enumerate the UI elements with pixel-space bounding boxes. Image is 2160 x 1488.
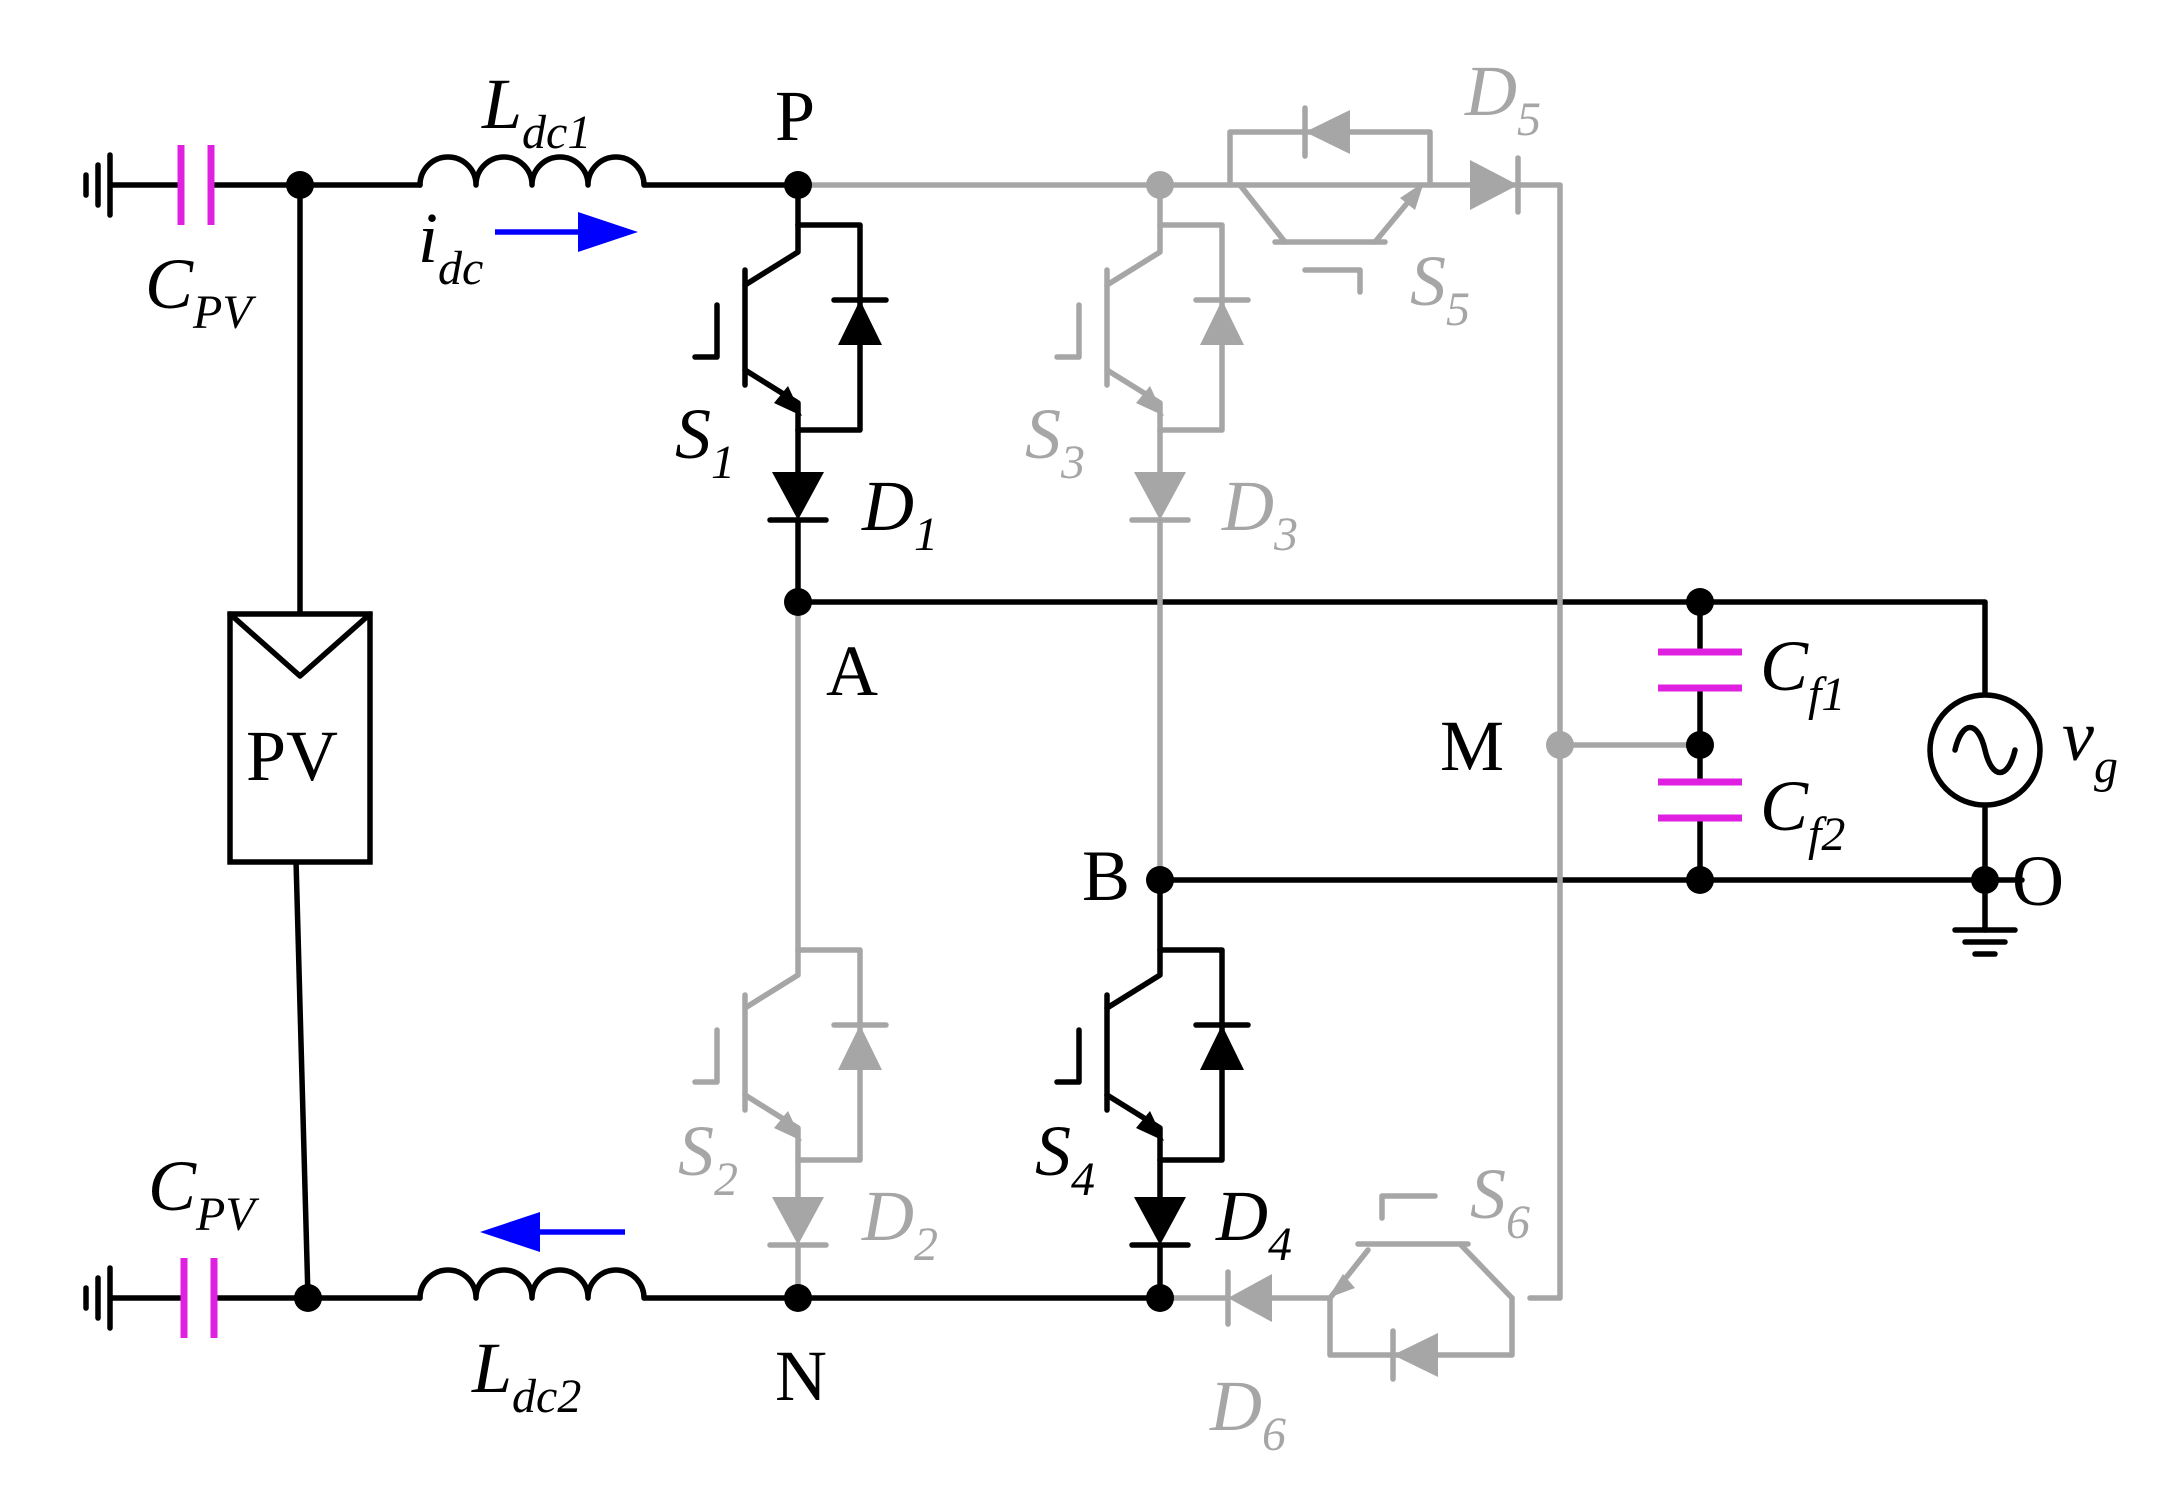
inductor-ldc1 (417, 154, 647, 188)
diode-d4 (1129, 1197, 1191, 1248)
capacitor-cpv-bottom (180, 1258, 218, 1338)
s2-label: S2 (678, 1111, 738, 1206)
capacitor-cf2 (1658, 778, 1742, 822)
node-m-label: M (1440, 706, 1504, 786)
capacitor-cpv-top (177, 145, 215, 225)
node-n-label: N (775, 1336, 827, 1416)
d1-label: D1 (861, 466, 938, 561)
d5-label: D5 (1464, 51, 1541, 146)
idc-label: idc (418, 198, 483, 295)
cf1-label: Cf1 (1760, 626, 1845, 721)
ldc2-label: Ldc2 (471, 1328, 581, 1423)
pv-panel-label: PV (246, 716, 338, 796)
cpv-top-label: CPV (145, 244, 256, 339)
s4-label: S4 (1035, 1111, 1095, 1206)
d6-label: D6 (1209, 1366, 1286, 1461)
diode-d1 (767, 472, 829, 523)
vg-label: vg (2062, 696, 2118, 793)
diode-d2 (767, 1197, 829, 1248)
capacitor-cf1 (1658, 648, 1742, 692)
diode-d5 (1470, 155, 1521, 215)
switch-s6 (1327, 1193, 1515, 1382)
s5-label: S5 (1410, 241, 1470, 336)
d3-label: D3 (1221, 466, 1298, 561)
s1-label: S1 (675, 394, 735, 489)
active-wires (109, 182, 2025, 1301)
ground-icon-bottom-left (83, 1265, 113, 1331)
switch-s3 (1054, 222, 1251, 433)
pv-panel (227, 611, 373, 865)
switch-s4 (1054, 947, 1251, 1163)
ground-icon-top-left (83, 152, 113, 218)
current-arrow-idc (495, 212, 638, 252)
ac-source-vg (1927, 692, 2043, 808)
cf2-label: Cf2 (1760, 766, 1845, 861)
node-a-label: A (826, 631, 878, 711)
d4-label: D4 (1215, 1176, 1292, 1271)
switch-s1 (692, 222, 889, 433)
diode-d6 (1225, 1269, 1272, 1327)
node-o-label: O (2012, 841, 2064, 921)
switch-s5 (1227, 105, 1433, 295)
node-p-label: P (775, 76, 815, 156)
current-arrow-return (480, 1212, 625, 1252)
ground-icon-right (1952, 927, 2018, 957)
ldc1-label: Ldc1 (481, 64, 591, 159)
node-b-label: B (1082, 836, 1130, 916)
d2-label: D2 (861, 1176, 938, 1271)
s6-label: S6 (1470, 1154, 1530, 1249)
switch-s2 (692, 947, 889, 1163)
inductor-ldc2 (417, 1267, 647, 1301)
cpv-bottom-label: CPV (148, 1146, 259, 1241)
diode-d3 (1129, 472, 1191, 523)
s3-label: S3 (1025, 394, 1085, 489)
junction-dots (286, 171, 1999, 1312)
